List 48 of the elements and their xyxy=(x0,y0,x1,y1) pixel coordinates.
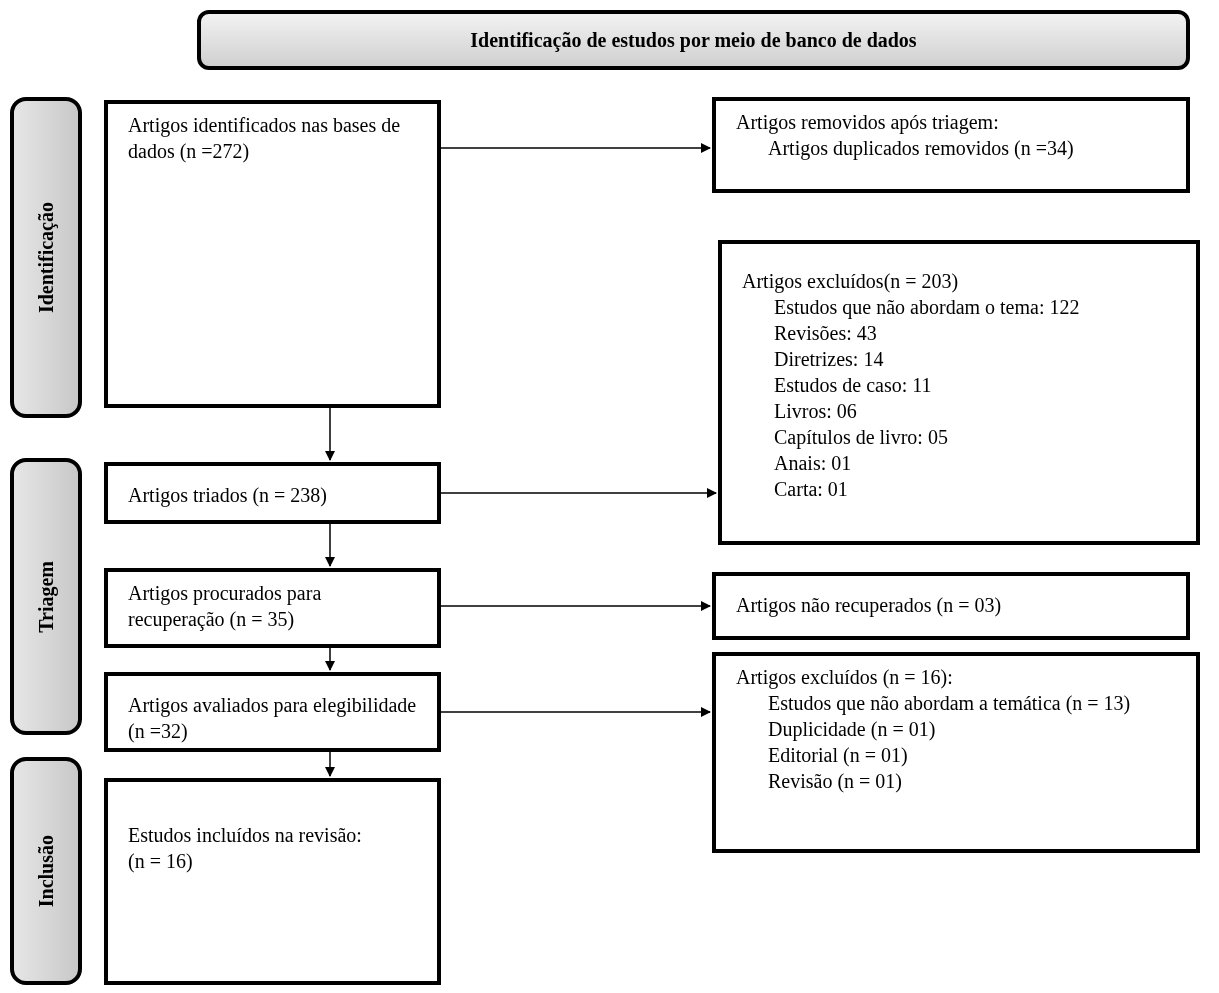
arrow xyxy=(325,647,335,671)
box-line: Duplicidade (n = 01) xyxy=(767,717,937,742)
exclusion-box xyxy=(712,652,1200,853)
box-line: Revisões: 43 xyxy=(773,321,878,346)
box-line: Artigos duplicados removidos (n =34) xyxy=(767,136,1075,161)
box-heading: Artigos removidos após triagem: xyxy=(736,110,1000,135)
process-box xyxy=(104,100,441,408)
header-text: Identificação de estudos por meio de banco de dados xyxy=(470,28,917,54)
box-heading: Artigos avaliados para elegibilidade (n =32) xyxy=(128,693,417,744)
exclusion-box xyxy=(718,240,1200,545)
stage-label-box xyxy=(10,97,82,418)
arrow xyxy=(440,488,717,498)
header-box xyxy=(197,10,1190,70)
arrow xyxy=(325,407,335,461)
exclusion-box xyxy=(712,97,1190,193)
box-line: Editorial (n = 01) xyxy=(767,743,909,768)
stage-label-box xyxy=(10,757,82,985)
arrow xyxy=(325,751,335,777)
box-heading: Artigos identificados nas bases de dados (n =272) xyxy=(128,113,402,164)
arrow xyxy=(440,143,711,153)
process-box xyxy=(104,568,441,648)
box-heading: Estudos incluídos na revisão: xyxy=(128,823,363,848)
box-line: Livros: 06 xyxy=(773,399,858,424)
box-line: Capítulos de livro: 05 xyxy=(773,425,949,450)
box-line: Estudos que não abordam a temática (n = 13) xyxy=(767,691,1132,716)
box-heading: Artigos não recuperados (n = 03) xyxy=(736,593,1003,618)
stage-label: Triagem xyxy=(34,560,59,633)
box-heading: Artigos triados (n = 238) xyxy=(128,483,329,508)
box-line: Carta: 01 xyxy=(773,477,849,502)
process-box xyxy=(104,778,441,985)
box-line: Anais: 01 xyxy=(773,451,853,476)
arrow xyxy=(440,601,711,611)
box-line: Estudos de caso: 11 xyxy=(773,373,933,398)
box-line: Diretrizes: 14 xyxy=(773,347,885,372)
box-line: Revisão (n = 01) xyxy=(767,769,904,794)
box-line: Estudos que não abordam o tema: 122 xyxy=(773,295,1081,320)
process-box xyxy=(104,462,441,524)
process-box xyxy=(104,672,441,752)
process-box xyxy=(712,572,1190,640)
box-heading: Artigos excluídos(n = 203) xyxy=(742,269,960,294)
box-line: (n = 16) xyxy=(128,849,194,874)
arrow xyxy=(440,707,711,717)
arrow xyxy=(325,523,335,567)
stage-label: Identificação xyxy=(34,201,59,314)
stage-label: Inclusão xyxy=(34,834,58,908)
box-heading: Artigos procurados para recuperação (n = 35) xyxy=(128,581,323,632)
box-heading: Artigos excluídos (n = 16): xyxy=(736,665,954,690)
stage-label-box xyxy=(10,458,82,735)
